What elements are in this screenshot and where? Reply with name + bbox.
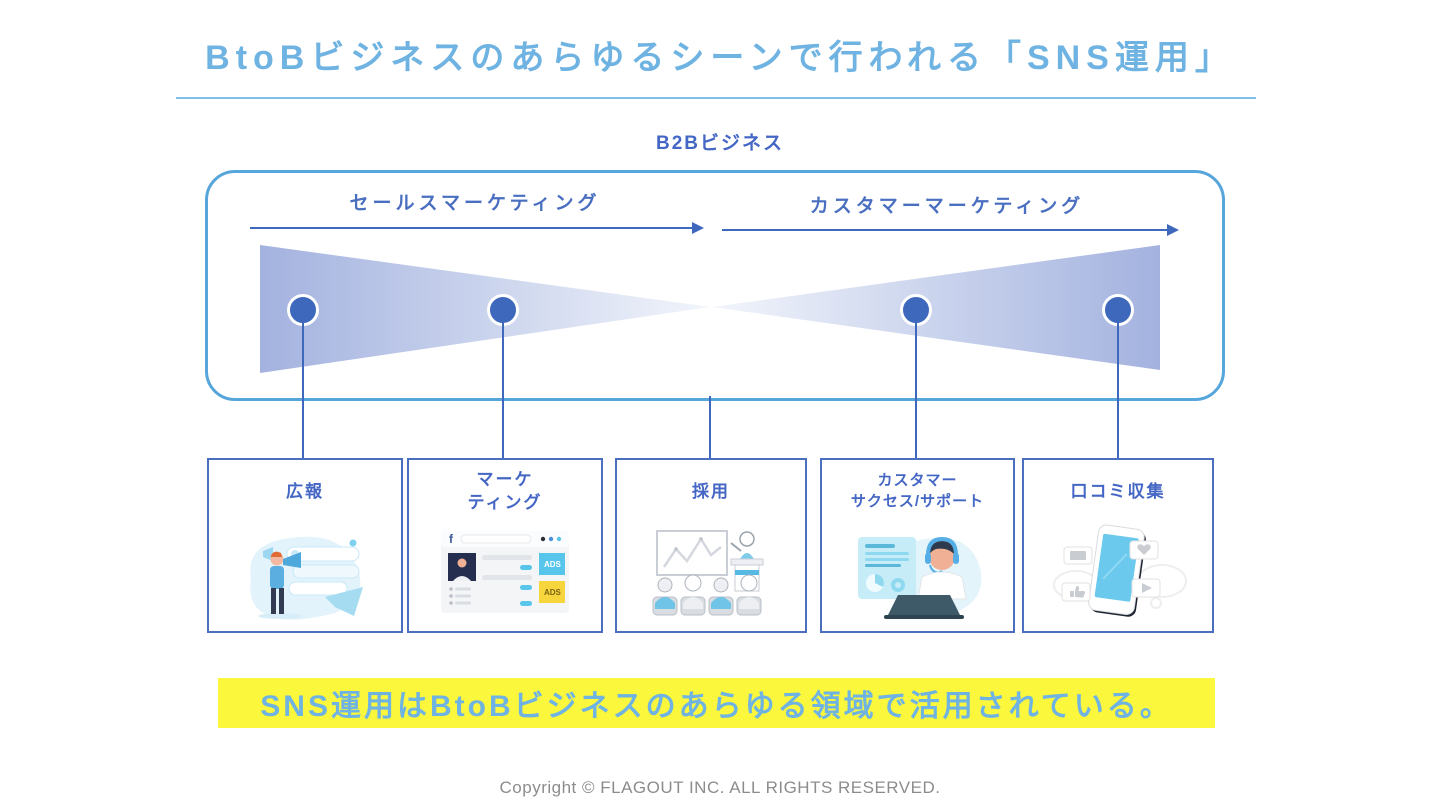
box-illustration-marketing: f ADS ADS [409, 522, 601, 622]
ads-badge-cyan [539, 553, 565, 575]
box-illustration-recruiting [617, 522, 805, 622]
b2b-business-label: B2Bビジネス [655, 133, 784, 154]
connector-pr [302, 322, 304, 458]
connector-recruiting [709, 396, 711, 458]
connector-review [1117, 322, 1119, 458]
sales-marketing-label: セールスマーケティング [349, 193, 601, 214]
box-label-line: マーケ [476, 470, 534, 489]
box-illustration-review [1024, 522, 1212, 622]
ads-badge-yellow-label: ADS [544, 588, 562, 597]
customer-marketing-arrow [722, 229, 1167, 231]
ads-badge-yellow [539, 581, 565, 603]
box-label-line: カスタマー [877, 472, 958, 489]
ads-badge-cyan-label: ADS [544, 560, 562, 569]
box-label-line: 採用 [692, 481, 730, 501]
use-case-box-review: 口コミ収集 [1022, 458, 1214, 633]
box-label-recruiting: 採用 [617, 460, 805, 522]
customer-support-illustration-icon [857, 536, 981, 619]
funnel-right-triangle [712, 245, 1160, 370]
use-case-box-customer-success: カスタマー サクセス/サポート [820, 458, 1015, 633]
title-divider [176, 97, 1256, 99]
recruiting-presentation-illustration-icon [652, 530, 764, 616]
funnel-left-triangle [260, 245, 710, 373]
box-illustration-customer-success [822, 522, 1013, 622]
pr-megaphone-illustration-icon [250, 536, 363, 620]
box-label-customer-success: カスタマー サクセス/サポート [822, 460, 1013, 522]
audience-row [652, 574, 762, 616]
smartphone [1088, 524, 1146, 617]
sns-ads-feed-illustration-icon: f ADS ADS [441, 531, 569, 613]
box-label-marketing: マーケ ティング [409, 460, 601, 522]
sales-marketing-arrowhead-icon [692, 222, 704, 234]
use-case-box-pr: 広報 [207, 458, 403, 633]
facebook-f-logo: f [449, 532, 454, 546]
conclusion-highlight: SNS運用はBtoBビジネスのあらゆる領域で活用されている。 [218, 678, 1215, 728]
use-case-box-recruiting: 採用 [615, 458, 807, 633]
connector-marketing [502, 322, 504, 458]
b2b-container-outline [205, 170, 1225, 401]
smartphone-reactions-illustration-icon [1053, 524, 1187, 617]
box-label-line: ティング [467, 493, 543, 512]
customer-marketing-label: カスタマーマーケティング [809, 196, 1085, 217]
box-label-pr: 広報 [209, 460, 401, 522]
sales-marketing-arrow [250, 227, 692, 229]
page-title: BtoBビジネスのあらゆるシーンで行われる「SNS運用」 [205, 39, 1235, 77]
funnel-bowtie-shape [260, 245, 1160, 373]
funnel-dot-marketing [487, 294, 519, 326]
conclusion-text: SNS運用はBtoBビジネスのあらゆる領域で活用されている。 [260, 690, 1173, 723]
copyright-footer: Copyright © FLAGOUT INC. ALL RIGHTS RESE… [499, 778, 941, 797]
box-label-review: 口コミ収集 [1024, 460, 1212, 522]
customer-marketing-arrowhead-icon [1167, 224, 1179, 236]
reaction-bubbles [1061, 540, 1161, 602]
connector-customer-success [915, 322, 917, 458]
box-label-line: 口コミ収集 [1070, 481, 1166, 501]
box-label-line: 広報 [286, 481, 324, 501]
box-label-line: サクセス/サポート [850, 493, 985, 510]
box-illustration-pr [209, 522, 401, 622]
use-case-box-marketing: マーケ ティング f [407, 458, 603, 633]
